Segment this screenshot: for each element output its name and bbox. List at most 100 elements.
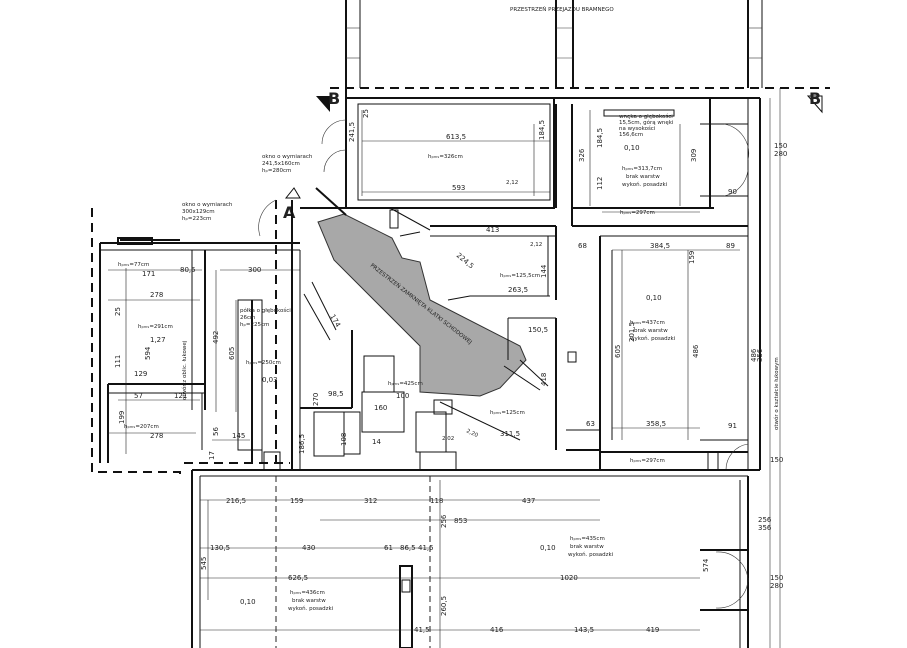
dim-label: 159 bbox=[290, 497, 303, 505]
level-marker: 2,20 bbox=[465, 428, 479, 439]
dim-label: 100 bbox=[396, 392, 409, 400]
dim-label: 270 bbox=[312, 393, 320, 406]
gate-passage bbox=[345, 0, 763, 88]
dim-label: 61 bbox=[384, 544, 393, 552]
dim-label: 199 bbox=[118, 411, 126, 424]
left-wing-dims bbox=[108, 268, 300, 454]
dim-label: 90 bbox=[728, 188, 737, 196]
dim-label: 14 bbox=[372, 438, 381, 446]
window-note-a: okno o wymiarach 241,5x160cm hₚ=280cm bbox=[262, 154, 313, 174]
dim-label: 593 bbox=[452, 184, 465, 192]
room-height: hₚₘₛ=291cm bbox=[138, 324, 173, 330]
svg-text:241,5x160cm: 241,5x160cm bbox=[262, 161, 300, 167]
dim-label: 312 bbox=[364, 497, 377, 505]
niche-note: wnęka o głębokości 15,5cm, górą wnęki na… bbox=[619, 113, 674, 138]
window-note-b: okno o wymiarach 300x129cm hₚ=223cm bbox=[182, 202, 233, 222]
dim-label: 184,5 bbox=[538, 120, 546, 140]
vertical-label: otwór z oblic. łukowej bbox=[181, 340, 188, 400]
room-height: hₚₘₛ=425cm bbox=[388, 381, 423, 387]
dim-label: 144 bbox=[540, 264, 548, 278]
level-marker: 0,10 bbox=[646, 294, 662, 302]
dim-label: 56 bbox=[212, 427, 220, 436]
top-space-label: PRZESTRZEŃ PRZEJAZDU BRAMNEGO bbox=[510, 6, 614, 13]
svg-text:okno o wymiarach: okno o wymiarach bbox=[182, 202, 233, 208]
side-label: otwór o kształcie łukowym bbox=[773, 357, 780, 430]
dim-label: 241,5 bbox=[348, 122, 356, 142]
dim-label: 86,5 bbox=[400, 544, 416, 552]
dim-label: 326 bbox=[578, 148, 586, 162]
dim-label: 853 bbox=[454, 517, 467, 525]
dim-label: 356 bbox=[758, 524, 772, 532]
dim-label: 63 bbox=[586, 420, 595, 428]
dim-label: 184,5 bbox=[596, 128, 604, 148]
dim-label: 150,5 bbox=[528, 326, 548, 334]
dim-label: 260,5 bbox=[440, 596, 448, 616]
dim-label: 594 bbox=[144, 346, 152, 360]
dim-label: 216,5 bbox=[226, 497, 246, 505]
dim-label: 384,5 bbox=[650, 242, 670, 250]
dim-label: 486 bbox=[692, 344, 700, 358]
dim-label: 186,5 bbox=[298, 434, 306, 454]
dim-label: 416 bbox=[490, 626, 504, 634]
svg-text:hₚ=223cm: hₚ=223cm bbox=[182, 216, 211, 222]
dim-label: 25 bbox=[114, 307, 122, 316]
upper-room-dims bbox=[361, 110, 700, 213]
dim-label: 91 bbox=[728, 422, 737, 430]
section-b-left-mark: B bbox=[328, 89, 340, 108]
dim-label: 419 bbox=[646, 626, 659, 634]
svg-text:300x129cm: 300x129cm bbox=[182, 209, 215, 215]
dim-label: 486 bbox=[750, 348, 758, 362]
room-height: hₚₘₛ=435cm bbox=[570, 536, 605, 542]
dim-label: 300 bbox=[248, 266, 261, 274]
room-height: hₚₘₛ=207cm bbox=[124, 424, 159, 430]
dim-label: 108 bbox=[340, 433, 348, 446]
level-marker: 0,10 bbox=[540, 544, 556, 552]
room-note: brak warstw bbox=[634, 328, 668, 334]
room-height-a: hₚₘₛ=326cm bbox=[428, 154, 463, 160]
room-note: wykoń. posadzki bbox=[622, 181, 668, 188]
dim-label: 256 bbox=[758, 516, 772, 524]
room-note: brak warstw bbox=[570, 544, 604, 550]
dim-label: 278 bbox=[150, 291, 163, 299]
svg-text:okno o wymiarach: okno o wymiarach bbox=[262, 154, 313, 160]
dim-label: 311,5 bbox=[500, 430, 520, 438]
dim-label: 89 bbox=[726, 242, 735, 250]
dim-label: 413 bbox=[486, 226, 499, 234]
dim-label: 224,5 bbox=[455, 251, 475, 270]
dim-label: 309 bbox=[690, 149, 698, 162]
lower-hall bbox=[191, 451, 760, 648]
room-note: wykoń. posadzki bbox=[630, 335, 676, 342]
dim-label: 256 bbox=[440, 514, 448, 528]
section-a-mark: A bbox=[283, 203, 296, 222]
dim-label: 159 bbox=[688, 251, 696, 264]
dim-label: 280 bbox=[774, 150, 787, 158]
dim-label: 358,5 bbox=[646, 420, 666, 428]
dim-label: 121 bbox=[174, 392, 187, 400]
svg-text:wnęka o głębokości: wnęka o głębokości bbox=[619, 113, 673, 120]
dim-label: 57 bbox=[134, 392, 143, 400]
dim-label: 605 bbox=[614, 345, 622, 358]
svg-text:hₚ=225cm: hₚ=225cm bbox=[240, 322, 269, 328]
room-height: hₚₘₛ=297cm bbox=[620, 210, 655, 216]
lower-hall-dims bbox=[200, 480, 700, 648]
left-wing bbox=[91, 199, 301, 475]
dim-label: 626,5 bbox=[288, 574, 308, 582]
room-height: hₚₘₛ=437cm bbox=[630, 320, 665, 326]
dim-label: 17 bbox=[208, 451, 216, 460]
dim-label: 418 bbox=[540, 373, 548, 386]
shelf-note: półka o głębokości 26cm hₚ=225cm bbox=[240, 307, 291, 328]
dim-label: 41,5 bbox=[418, 544, 434, 552]
level-marker: 0,10 bbox=[624, 144, 640, 152]
room-note: wykoń. posadzki bbox=[568, 551, 614, 558]
level-marker: 2,12 bbox=[530, 242, 542, 248]
svg-text:156,6cm: 156,6cm bbox=[619, 132, 643, 138]
dim-label: 25 bbox=[362, 109, 370, 118]
dim-label: 263,5 bbox=[508, 286, 528, 294]
level-marker: 1,27 bbox=[150, 336, 166, 344]
room-height: hₚₘₛ=436cm bbox=[290, 590, 325, 596]
dim-label: 129 bbox=[134, 370, 147, 378]
level-marker: 0,10 bbox=[240, 598, 256, 606]
level-marker: 0,03 bbox=[262, 376, 278, 384]
dim-label: 150 bbox=[774, 142, 787, 150]
